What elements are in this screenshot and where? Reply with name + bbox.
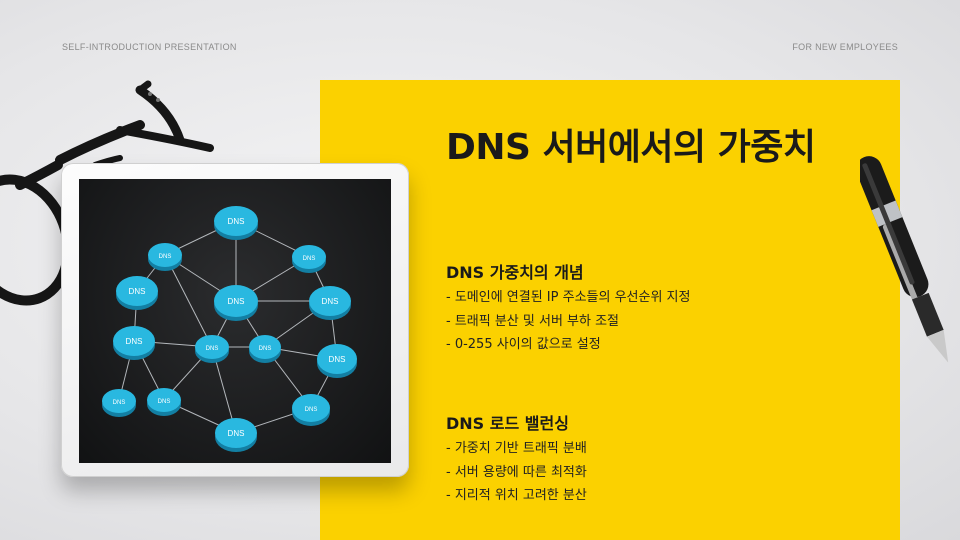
bullet-list-concept: - 도메인에 연결된 IP 주소들의 우선순위 지정 - 트래픽 분산 및 서버… xyxy=(446,286,690,357)
section-heading-load-balancing: DNS 로드 밸런싱 xyxy=(446,414,569,433)
slide-title: DNS 서버에서의 가중치 xyxy=(446,127,816,168)
dns-node-label: DNS xyxy=(129,287,146,296)
dns-node: DNS xyxy=(147,388,181,416)
dns-node: DNS xyxy=(249,335,281,363)
dns-node: DNS xyxy=(309,286,351,320)
list-item: - 가중치 기반 트래픽 분배 xyxy=(446,441,587,456)
bullet-list-load-balancing: - 가중치 기반 트래픽 분배 - 서버 용량에 따른 최적화 - 지리적 위치… xyxy=(446,437,587,508)
dns-node-label: DNS xyxy=(322,297,339,306)
ballpoint-pen-icon xyxy=(860,156,949,363)
dns-node: DNS xyxy=(214,285,258,321)
dns-node-label: DNS xyxy=(228,217,245,226)
yellow-content-panel xyxy=(320,80,900,540)
dns-node: DNS xyxy=(317,344,357,378)
list-item: - 서버 용량에 따른 최적화 xyxy=(446,464,587,480)
list-item: - 트래픽 분산 및 서버 부하 조절 xyxy=(446,313,620,329)
dns-node-label: DNS xyxy=(259,346,272,352)
top-left-label: SELF-INTRODUCTION PRESENTATION xyxy=(62,42,237,52)
dns-node-label: DNS xyxy=(158,399,171,405)
section-heading-concept: DNS 가중치의 개념 xyxy=(446,263,584,282)
list-item: - 0-255 사이의 값으로 설정 xyxy=(446,337,601,352)
network-link xyxy=(164,254,213,348)
dns-node-label: DNS xyxy=(303,256,316,262)
dns-node: DNS xyxy=(195,335,229,363)
dns-node: DNS xyxy=(215,418,257,452)
dns-node-label: DNS xyxy=(228,297,245,306)
list-item: - 도메인에 연결된 IP 주소들의 우선순위 지정 xyxy=(446,290,691,305)
dns-node-label: DNS xyxy=(228,429,245,438)
dns-node-label: DNS xyxy=(113,400,126,406)
dns-node: DNS xyxy=(292,245,326,273)
dns-node: DNS xyxy=(116,276,158,310)
top-right-label: FOR NEW EMPLOYEES xyxy=(792,42,898,52)
list-item: - 지리적 위치 고려한 분산 xyxy=(446,488,587,503)
dns-node-label: DNS xyxy=(126,337,143,346)
dns-node-label: DNS xyxy=(206,346,219,352)
dns-node: DNS xyxy=(113,326,155,360)
dns-node: DNS xyxy=(292,394,330,426)
dns-node: DNS xyxy=(214,206,258,240)
dns-node-label: DNS xyxy=(329,355,346,364)
tablet-frame: DNS DNS DNS DNS DNS DNS DNS DNS DNS DNS DNS DNS DNS D… xyxy=(61,163,409,477)
dns-node-label: DNS xyxy=(159,254,172,260)
dns-network-illustration: DNS DNS DNS DNS DNS DNS DNS DNS DNS DNS DNS DNS DNS D… xyxy=(79,179,391,463)
dns-node: DNS xyxy=(148,243,182,271)
dns-node: DNS xyxy=(102,389,136,417)
dns-node-label: DNS xyxy=(305,407,318,413)
